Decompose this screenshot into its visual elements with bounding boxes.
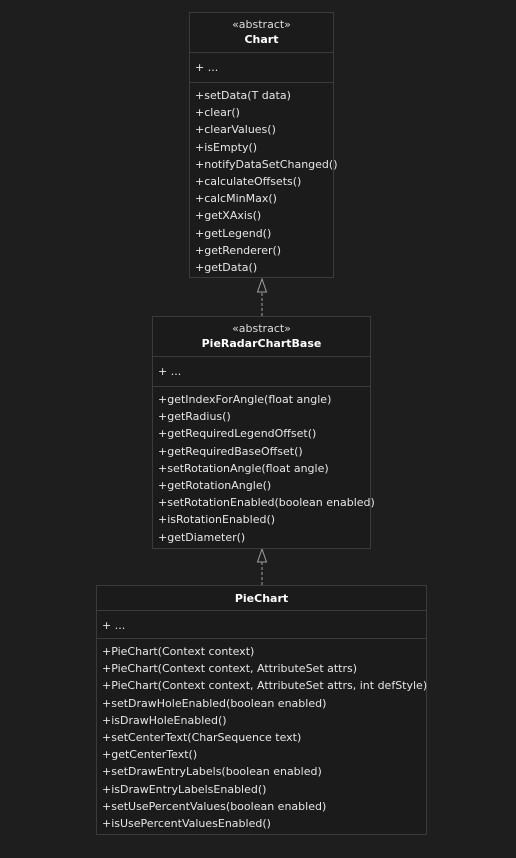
operation: +calculateOffsets() — [195, 174, 302, 188]
class-pie-radar-chart-base-stereotype: «abstract» — [232, 322, 291, 335]
operation: +isRotationEnabled() — [158, 513, 276, 527]
operation: +PieChart(Context context, AttributeSet … — [102, 679, 428, 693]
class-pie-chart-operations: +PieChart(Context context) +PieChart(Con… — [97, 639, 428, 832]
class-pie-chart[interactable]: PieChart + ... +PieChart(Context context… — [96, 585, 427, 835]
operation: +getRadius() — [158, 410, 231, 424]
class-chart-name: Chart — [244, 33, 279, 46]
operation: +isDrawHoleEnabled() — [102, 713, 227, 727]
operation: +getRequiredBaseOffset() — [158, 444, 303, 458]
operation: +setUsePercentValues(boolean enabled) — [102, 799, 327, 813]
operation: +getDiameter() — [158, 530, 246, 544]
class-chart-attributes: + ... — [190, 53, 333, 83]
class-pie-radar-chart-base-header: «abstract» PieRadarChartBase — [153, 317, 370, 357]
operation: +getCenterText() — [102, 748, 198, 762]
relation-piechart-to-pieradar — [256, 547, 268, 585]
class-pie-radar-chart-base-name: PieRadarChartBase — [201, 337, 322, 350]
operation: +setDrawHoleEnabled(boolean enabled) — [102, 696, 327, 710]
operation: +setDrawEntryLabels(boolean enabled) — [102, 765, 322, 779]
operation: +setRotationEnabled(boolean enabled) — [158, 496, 375, 510]
operation: +getRenderer() — [195, 243, 282, 257]
class-pie-radar-chart-base-operations: +getIndexForAngle(float angle) +getRadiu… — [153, 387, 375, 546]
operation: +getLegend() — [195, 226, 272, 240]
operation: +calcMinMax() — [195, 192, 277, 206]
class-pie-chart-header: PieChart — [97, 586, 426, 611]
class-pie-chart-attributes: + ... — [97, 611, 426, 639]
operation: +PieChart(Context context) — [102, 645, 255, 658]
class-chart-header: «abstract» Chart — [190, 13, 333, 53]
class-pie-chart-name: PieChart — [234, 592, 289, 605]
operation: +getRequiredLegendOffset() — [158, 427, 317, 441]
operation: +getRotationAngle() — [158, 478, 272, 492]
operation: +isUsePercentValuesEnabled() — [102, 816, 271, 830]
operation: +getXAxis() — [195, 209, 262, 223]
operation: +setData(T data) — [195, 89, 291, 102]
class-chart[interactable]: «abstract» Chart + ... +setData(T data) … — [189, 12, 338, 278]
operation: +setRotationAngle(float angle) — [158, 461, 329, 475]
operation: +isDrawEntryLabelsEnabled() — [102, 782, 267, 796]
class-chart-stereotype: «abstract» — [232, 18, 291, 31]
class-chart-operations: +setData(T data) +clear() +clearValues()… — [190, 83, 338, 276]
relation-pieradar-to-chart — [256, 277, 268, 316]
operation: +notifyDataSetChanged() — [195, 157, 338, 171]
operation: +clearValues() — [195, 123, 276, 137]
class-pie-radar-chart-base-attributes: + ... — [153, 357, 370, 387]
operation: +clear() — [195, 106, 240, 120]
operation: +PieChart(Context context, AttributeSet … — [102, 662, 358, 676]
operation: +setCenterText(CharSequence text) — [102, 730, 302, 744]
class-pie-radar-chart-base[interactable]: «abstract» PieRadarChartBase + ... +getI… — [152, 316, 375, 549]
operation: +isEmpty() — [195, 140, 258, 154]
operation: +getData() — [195, 260, 258, 274]
operation: +getIndexForAngle(float angle) — [158, 393, 332, 406]
